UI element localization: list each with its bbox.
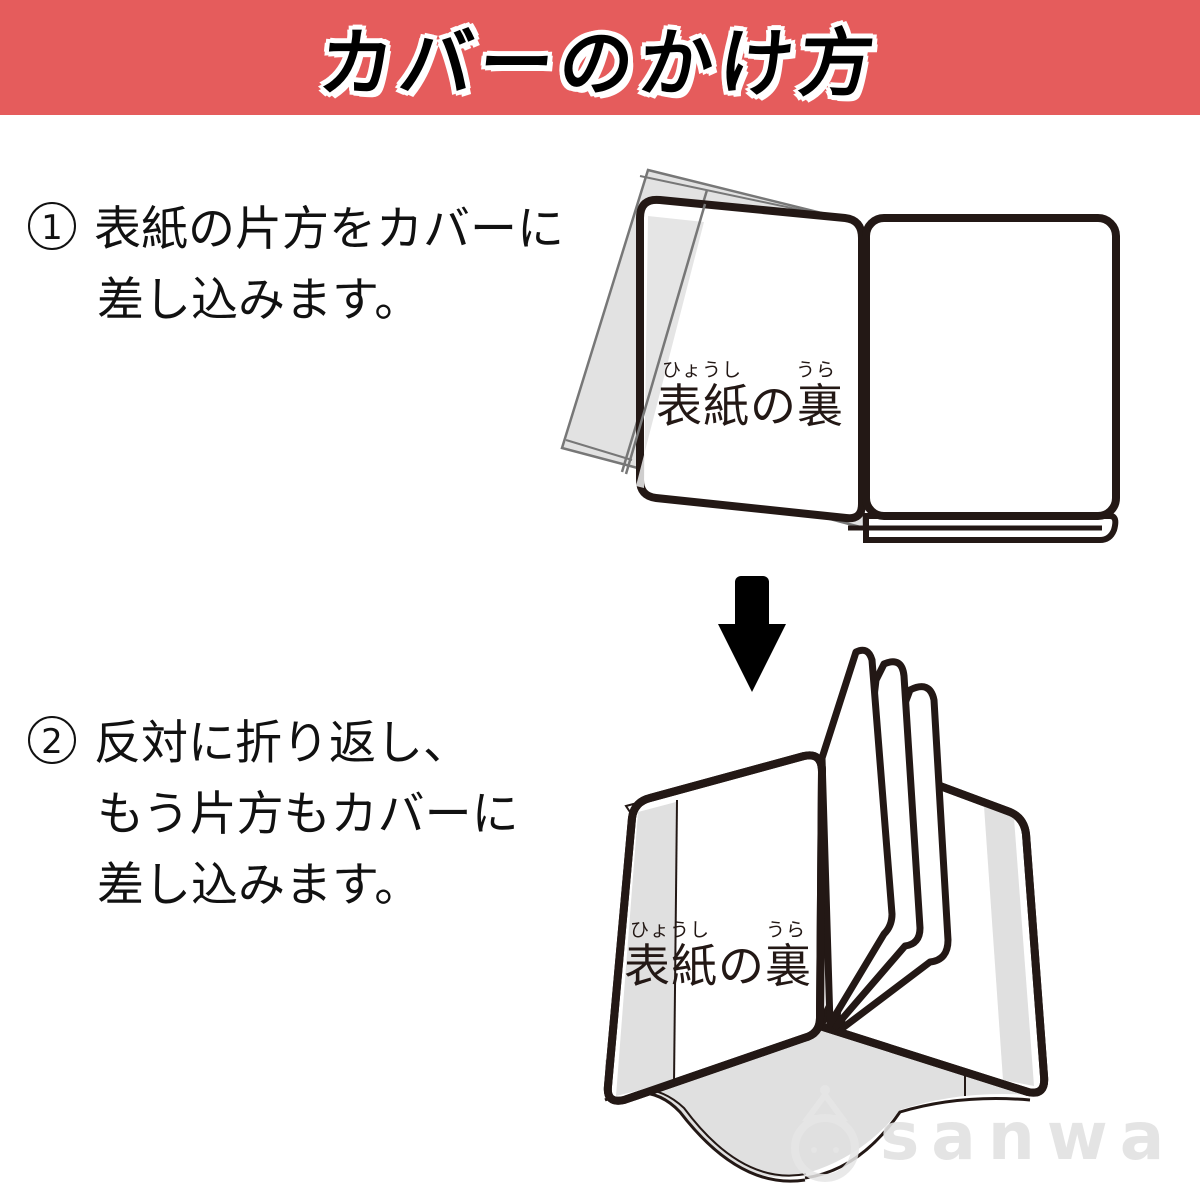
step-2-line-3: 差し込みます。 [97,858,422,913]
page-1 [818,646,896,1028]
left-board [636,195,866,523]
furigana-ura: うら [796,359,837,381]
step-1-book-illustration [560,168,1120,543]
cover-back-label-step1: ひょうし うら 表紙の裏 [656,360,856,432]
arrow-down-icon [718,576,786,692]
step-number-badge: 2 [28,716,76,764]
step-2-line-2: もう片方もカバーに [97,787,519,842]
furigana-hyoushi: ひょうし [630,919,711,941]
header-banner: カバーのかけ方 [0,0,1200,115]
label-text: 表紙の裏 [656,379,844,433]
furigana-hyoushi: ひょうし [662,359,743,381]
furigana-ura: うら [766,919,807,941]
step-number-badge: 1 [28,202,76,250]
watermark-mascot-icon [791,1085,859,1182]
right-board [862,214,1120,520]
step-1-line-2: 差し込みます。 [97,273,422,328]
step-2-book-illustration [603,646,1049,1183]
watermark-text: sanwa [880,1098,1177,1175]
cover-back-label-step2: ひょうし うら 表紙の裏 [624,920,824,992]
label-text: 表紙の裏 [624,939,812,993]
